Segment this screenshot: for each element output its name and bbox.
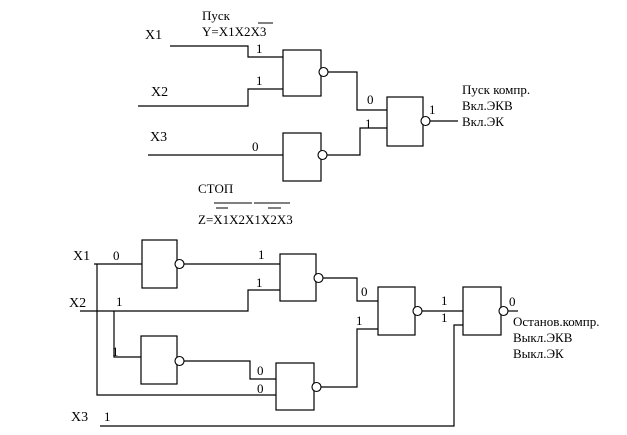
stop-wire-b4-to-b5 — [320, 328, 378, 388]
stop-input-x1-label: X1 — [73, 249, 90, 264]
stop-formula: Z=X1X2X1X2X3 — [198, 212, 293, 227]
start-gate-1-inverter-bubble — [318, 66, 329, 78]
stop-gate-6-inverter-bubble — [498, 305, 509, 317]
start-wire-g1-to-g3 — [328, 71, 387, 111]
stop-bit-b3-in1: 0 — [257, 363, 264, 378]
stop-gate-3-inverter-bubble — [174, 355, 185, 367]
stop-wire-b2-to-b5 — [323, 277, 378, 302]
start-wire-x2 — [138, 88, 283, 107]
stop-input-x2-label: X2 — [69, 296, 86, 311]
start-gate-1 — [282, 49, 322, 97]
start-bit-x2: 1 — [256, 73, 263, 88]
stop-gate-2 — [279, 253, 317, 302]
stop-gate-1-inverter-bubble — [174, 258, 185, 270]
stop-output-line-1: Останов.компр. — [513, 314, 599, 329]
stop-bit-x3: 1 — [104, 409, 111, 424]
start-section: Пуск Y=X1X2X3 X1 X2 X3 1 1 0 0 1 1 Пуск … — [138, 8, 530, 182]
stop-bit-b2-in: 1 — [112, 344, 119, 359]
start-gate-3 — [386, 96, 424, 147]
start-input-x3-label: X3 — [150, 130, 167, 145]
start-output-line-3: Вкл.ЭК — [462, 114, 504, 129]
stop-wire-b3-to-b4 — [182, 360, 276, 380]
stop-gate-1 — [141, 239, 178, 289]
start-bit-x1: 1 — [256, 41, 263, 56]
start-input-x1-label: X1 — [145, 28, 162, 43]
stop-bit-x2: 1 — [116, 294, 123, 309]
stop-bit-b1-in2: 1 — [256, 275, 263, 290]
stop-gate-5-inverter-bubble — [412, 305, 423, 317]
stop-bit-b1-in1: 1 — [258, 247, 265, 262]
stop-section: СТОП Z=X1X2X1X2X3 X1 X2 X3 — [69, 181, 599, 427]
start-gate-2-inverter-bubble — [317, 149, 328, 161]
start-gate-2 — [282, 132, 322, 182]
start-gate-3-inverter-bubble — [420, 115, 431, 127]
start-wire-g2-to-g3 — [327, 127, 387, 156]
stop-bit-b3-in2: 0 — [257, 381, 264, 396]
stop-input-x3-label: X3 — [71, 410, 88, 425]
stop-bit-out: 0 — [509, 294, 516, 309]
stop-wire-x2 — [80, 289, 280, 312]
stop-output-line-3: Выкл.ЭК — [513, 346, 564, 361]
stop-gate-5 — [377, 286, 416, 336]
stop-gate-3 — [140, 335, 178, 385]
stop-wire-x3 — [100, 324, 463, 427]
stop-gate-4-inverter-bubble — [311, 381, 322, 393]
start-bit-g1-out: 0 — [367, 92, 374, 107]
stop-bit-b4-in1: 0 — [361, 284, 368, 299]
start-input-x2-label: X2 — [151, 85, 168, 100]
start-bit-g3-in: 1 — [365, 116, 372, 131]
stop-bit-x1: 0 — [113, 248, 120, 263]
stop-bit-b5-in1: 1 — [441, 293, 448, 308]
start-title: Пуск — [202, 8, 231, 23]
stop-title: СТОП — [198, 181, 233, 196]
start-bit-out: 1 — [429, 102, 436, 117]
start-output-line-2: Вкл.ЭКВ — [462, 98, 513, 113]
stop-wire-x1-down — [96, 264, 276, 396]
stop-bit-b4-in2: 1 — [356, 313, 363, 328]
stop-bit-b5-in2: 1 — [441, 310, 448, 325]
stop-gate-4 — [275, 362, 315, 411]
stop-gate-2-inverter-bubble — [313, 272, 324, 284]
start-formula: Y=X1X2X3 — [202, 24, 266, 39]
start-wire-x1 — [170, 45, 283, 58]
start-bit-x3: 0 — [252, 139, 259, 154]
stop-wire-x2-down — [113, 311, 141, 358]
stop-output-line-2: Выкл.ЭКВ — [513, 330, 573, 345]
stop-gate-6 — [462, 286, 502, 336]
start-output-line-1: Пуск компр. — [462, 82, 530, 97]
